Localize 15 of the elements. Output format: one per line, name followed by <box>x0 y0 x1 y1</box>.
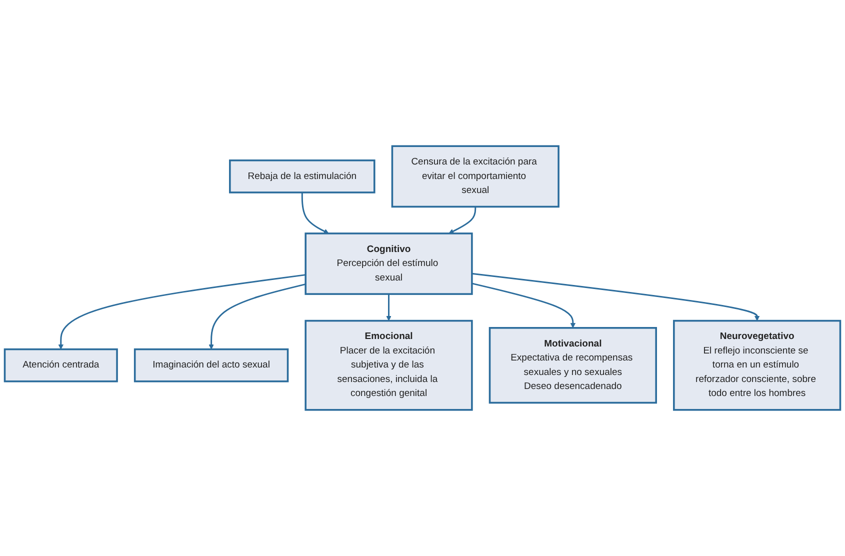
arrow <box>301 192 329 234</box>
arrow <box>472 272 760 321</box>
node-box: Cognitivo Percepción del estímulo sexual <box>304 232 473 295</box>
arrow <box>58 274 306 350</box>
node-box: Neurovegetativo El reflejo inconsciente se torna en un estímulo reforzador consciente, sobre todo entre los hombres <box>673 320 842 411</box>
arrow <box>208 283 306 350</box>
arrow <box>386 294 392 321</box>
node-box: Rebaja de la estimulación <box>229 160 376 194</box>
arrow <box>472 282 576 328</box>
node-box: Motivacional Expectativa de recompensas sexuales y no sexuales Deseo desencadenado <box>488 327 657 404</box>
node-box: Emocional Placer de la excitación subjetiva y de las sensaciones, incluida la congestión genital <box>304 320 473 411</box>
arrow <box>448 206 476 234</box>
node-box: Censura de la excitación para evitar el comportamiento sexual <box>391 145 560 208</box>
node-box: Imaginación del acto sexual <box>134 348 289 382</box>
node-box: Atención centrada <box>4 348 118 382</box>
